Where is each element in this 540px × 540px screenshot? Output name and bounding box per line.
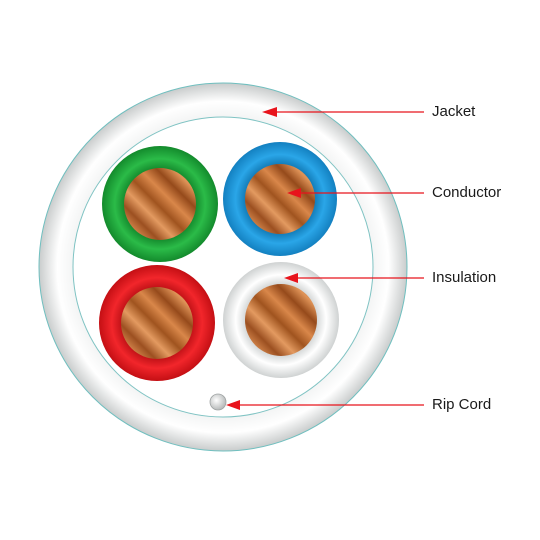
blue-conductor xyxy=(245,164,315,234)
label-jacket: Jacket xyxy=(432,103,476,120)
leader-insulation xyxy=(284,273,424,283)
label-insulation: Insulation xyxy=(432,269,497,286)
rip-cord xyxy=(209,393,227,411)
red-conductor xyxy=(121,287,193,359)
leader-conductor xyxy=(287,188,424,198)
white-wire xyxy=(223,262,339,378)
leader-jacket xyxy=(262,107,424,117)
red-wire xyxy=(99,265,215,381)
label-conductor: Conductor xyxy=(432,184,502,201)
blue-wire xyxy=(223,142,337,256)
green-wire xyxy=(102,146,218,262)
green-conductor xyxy=(124,168,196,240)
label-rip-cord: Rip Cord xyxy=(432,396,492,413)
white-conductor xyxy=(245,284,317,356)
leader-rip-cord xyxy=(226,400,424,410)
